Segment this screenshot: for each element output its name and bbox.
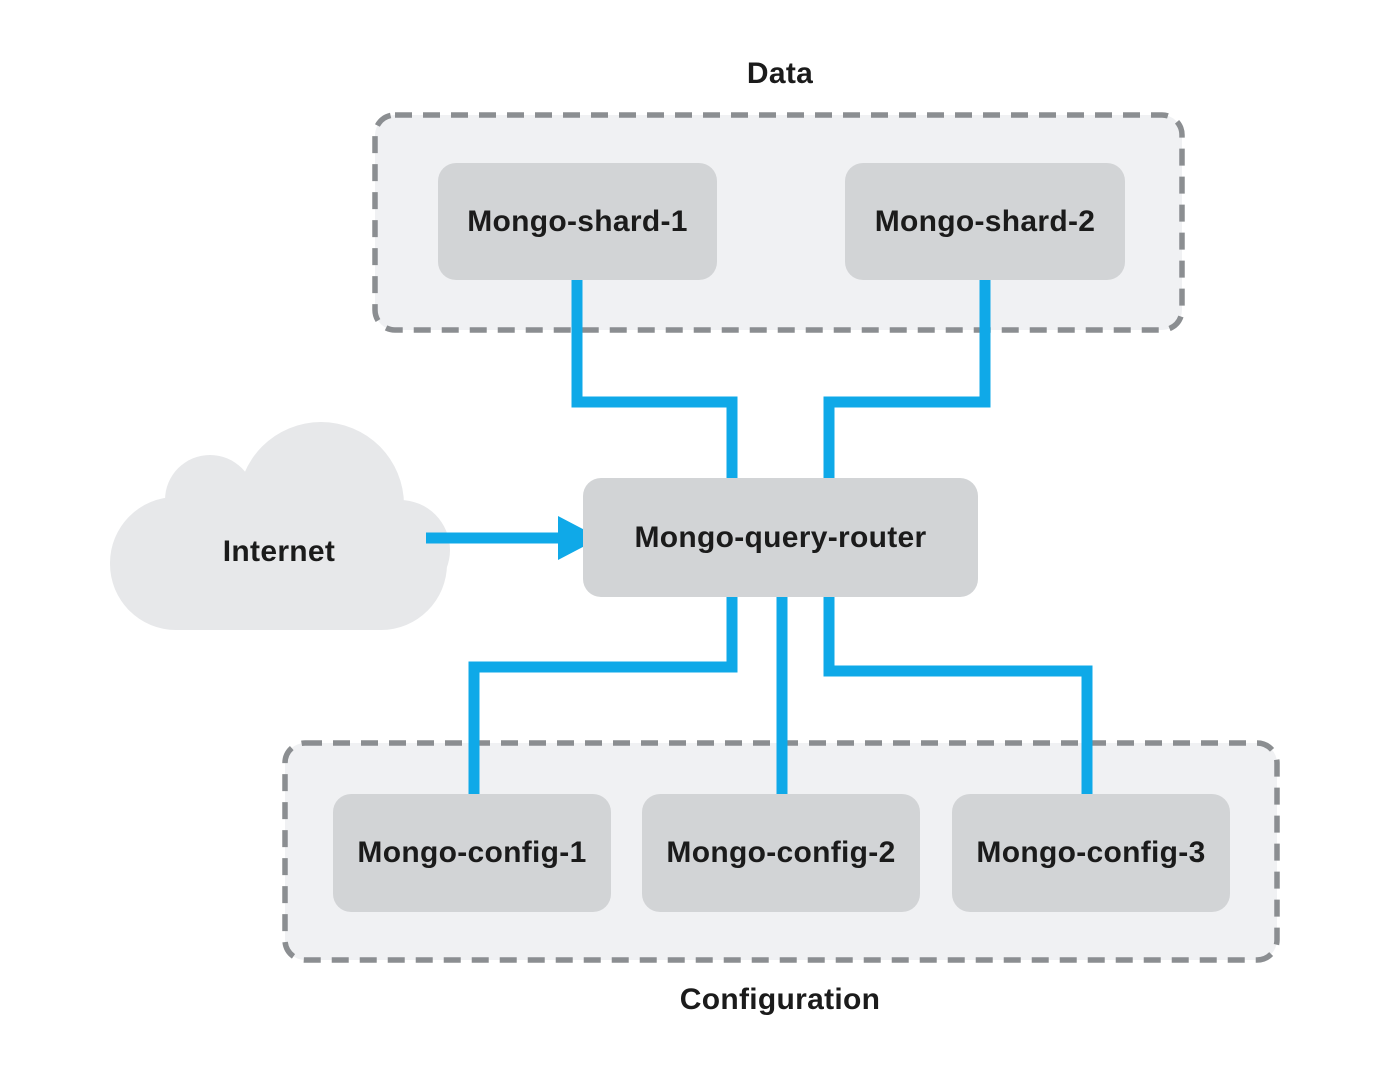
edge-internet-router — [426, 516, 600, 560]
connector-lines — [468, 278, 1093, 799]
internet-cloud-label: Internet — [222, 535, 336, 568]
node-mongo-config-1: Mongo-config-1 — [333, 794, 611, 912]
configuration-group-label: Configuration — [679, 983, 881, 1016]
arrow-right-icon — [558, 516, 600, 560]
data-group-label: Data — [746, 57, 814, 90]
node-mongo-query-router: Mongo-query-router — [583, 478, 978, 597]
node-mongo-shard-1: Mongo-shard-1 — [438, 163, 717, 280]
edge-shard1-router — [571, 278, 738, 484]
node-mongo-config-2: Mongo-config-2 — [642, 794, 920, 912]
cloud-icon — [110, 422, 450, 630]
node-mongo-shard-2: Mongo-shard-2 — [845, 163, 1125, 280]
edge-router-config1 — [468, 593, 738, 799]
node-mongo-config-3: Mongo-config-3 — [952, 794, 1230, 912]
edge-shard2-router — [823, 278, 991, 484]
edge-router-config3 — [823, 593, 1093, 799]
